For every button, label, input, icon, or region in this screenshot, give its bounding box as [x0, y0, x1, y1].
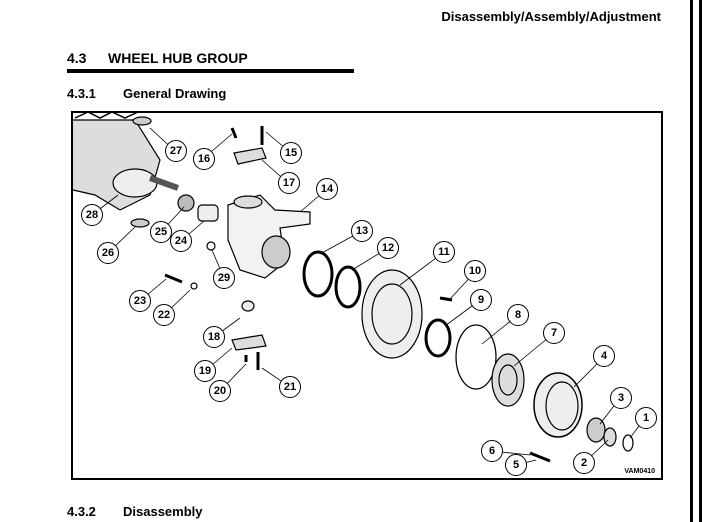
callout-9: 9	[470, 289, 492, 311]
snap-ring-8	[455, 324, 497, 390]
callout-19: 19	[194, 360, 216, 382]
seal-9	[424, 318, 452, 358]
right-border-line	[699, 0, 702, 522]
callout-17: 17	[278, 172, 300, 194]
callout-2: 2	[573, 452, 595, 474]
callout-12: 12	[377, 237, 399, 259]
callout-14: 14	[316, 178, 338, 200]
right-border-line	[690, 0, 693, 522]
trunnion	[112, 168, 158, 198]
king-pin-cap	[233, 147, 267, 165]
callout-18: 18	[203, 326, 225, 348]
callout-26: 26	[97, 242, 119, 264]
washer-2	[603, 427, 617, 447]
callout-1: 1	[635, 407, 657, 429]
callout-29: 29	[213, 267, 235, 289]
section-rule	[67, 69, 354, 73]
callout-27: 27	[165, 140, 187, 162]
section-title: WHEEL HUB GROUP	[108, 50, 248, 66]
ring-gear-4	[533, 372, 583, 438]
seal-13	[302, 250, 334, 298]
callout-20: 20	[209, 380, 231, 402]
callout-13: 13	[351, 220, 373, 242]
callout-16: 16	[193, 148, 215, 170]
callout-24: 24	[170, 230, 192, 252]
subsection-number: 4.3.2	[67, 504, 96, 519]
section-heading: 4.3 WHEEL HUB GROUP	[67, 50, 248, 66]
exploded-drawing-frame: VAM0410	[71, 111, 663, 480]
steering-knuckle	[227, 194, 311, 279]
bushing-24	[197, 204, 219, 222]
bearing-7	[491, 353, 525, 407]
callout-3: 3	[610, 387, 632, 409]
subsection-title: General Drawing	[123, 86, 227, 101]
section-number: 4.3	[67, 50, 87, 66]
callout-28: 28	[81, 204, 103, 226]
callout-7: 7	[543, 322, 565, 344]
callout-15: 15	[280, 142, 302, 164]
bearing-25	[177, 194, 195, 212]
callout-6: 6	[481, 440, 503, 462]
callout-25: 25	[150, 221, 172, 243]
subsection-heading-general-drawing: 4.3.1 General Drawing	[67, 86, 226, 101]
callout-5: 5	[505, 454, 527, 476]
subsection-number: 4.3.1	[67, 86, 96, 101]
callout-8: 8	[507, 304, 529, 326]
subsection-heading-disassembly: 4.3.2 Disassembly	[67, 504, 203, 519]
page-header-title: Disassembly/Assembly/Adjustment	[441, 9, 661, 24]
callout-21: 21	[279, 376, 301, 398]
seal-12	[334, 265, 362, 309]
figure-code: VAM0410	[624, 468, 655, 475]
washer-26	[130, 218, 150, 228]
king-pin-shaft	[148, 175, 180, 191]
lower-cap	[231, 334, 267, 351]
callout-11: 11	[433, 241, 455, 263]
callout-23: 23	[129, 290, 151, 312]
callout-10: 10	[464, 260, 486, 282]
washer-27	[132, 116, 152, 126]
subsection-title: Disassembly	[123, 504, 203, 519]
snap-ring-1	[622, 434, 634, 452]
wheel-hub	[361, 269, 423, 359]
callout-4: 4	[593, 345, 615, 367]
callout-22: 22	[153, 304, 175, 326]
knuckle-spindle	[261, 235, 291, 269]
